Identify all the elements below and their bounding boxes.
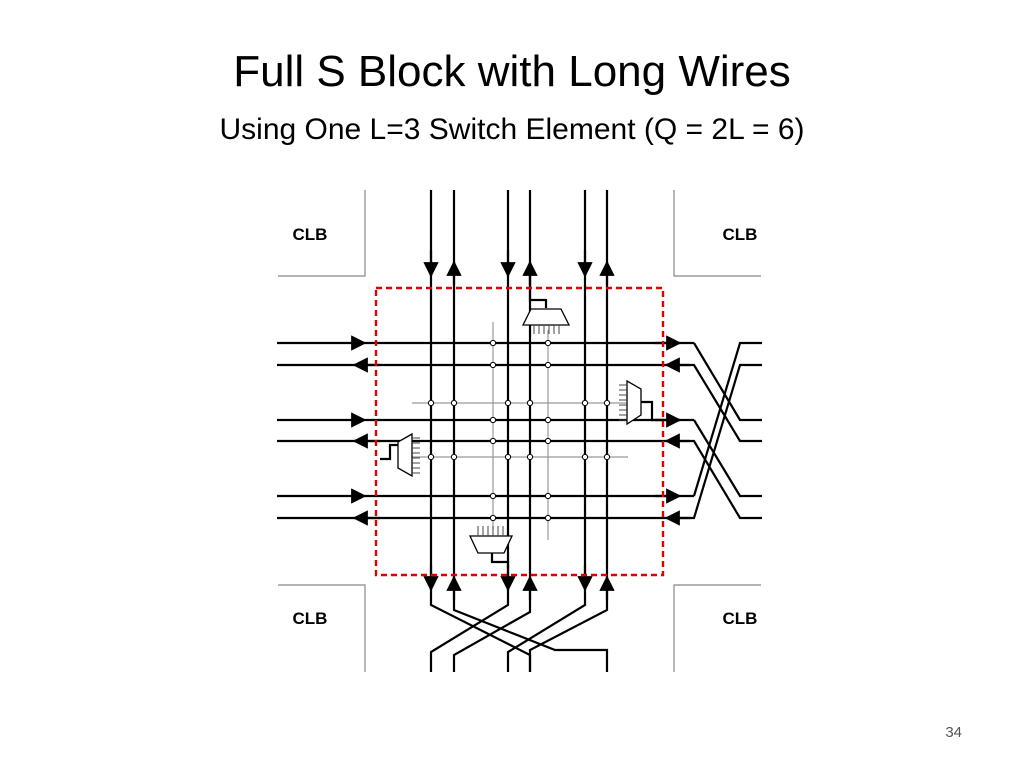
junction-node: [450, 453, 458, 461]
junction-node: [427, 399, 435, 407]
junction-node: [544, 361, 552, 369]
mux-bottom: [468, 535, 514, 554]
top-mux-stub: [528, 272, 548, 308]
junction-node: [489, 416, 497, 424]
junction-node: [504, 399, 512, 407]
slide-subtitle: Using One L=3 Switch Element (Q = 2L = 6…: [219, 113, 805, 146]
mux-top: [521, 308, 571, 326]
v-crossover-6: [528, 600, 609, 672]
mux-top-pins: [533, 325, 560, 334]
junction-node: [489, 361, 497, 369]
left-mux-stub: [380, 443, 398, 461]
junction-node: [489, 492, 497, 500]
junction-node: [544, 416, 552, 424]
bottom-mux-stub: [490, 553, 510, 568]
v-crossover-3: [429, 560, 510, 672]
mux-left: [397, 432, 413, 478]
slide-title: Full S Block with Long Wires: [233, 47, 791, 96]
clb-label-top-left: CLB: [293, 225, 328, 244]
h-crossover-2: [676, 363, 762, 443]
junction-node: [427, 453, 435, 461]
v-crossover-4: [452, 600, 532, 672]
clb-label-top-right: CLB: [723, 225, 758, 244]
mux-right-pins: [619, 384, 627, 421]
junction-node: [581, 399, 589, 407]
junction-node: [581, 453, 589, 461]
clb-bottom-left-outline: [278, 584, 366, 672]
h-crossover-6: [676, 363, 762, 520]
clb-bottom-right-outline: [673, 584, 761, 672]
junction-node: [450, 399, 458, 407]
mux-left-pins: [412, 437, 420, 474]
junction-node: [544, 492, 552, 500]
v-crossover-5: [506, 590, 587, 672]
junction-node: [603, 399, 611, 407]
clb-top-left-outline: [278, 190, 366, 277]
slide-number: 34: [945, 724, 962, 741]
h-crossover-1: [693, 342, 762, 422]
switch-element-boundary: [374, 286, 665, 577]
v-crossover-2: [452, 600, 609, 672]
h-crossover-5: [692, 341, 762, 497]
junction-node: [489, 339, 497, 347]
clb-top-right-outline: [673, 190, 761, 277]
junction-node: [544, 339, 552, 347]
right-mux-stub: [640, 400, 664, 422]
clb-label-bottom-left: CLB: [293, 609, 328, 628]
mux-bottom-pins: [477, 526, 504, 536]
junction-node: [603, 453, 611, 461]
junction-node: [544, 437, 552, 445]
mux-right: [626, 379, 642, 426]
junction-node: [544, 514, 552, 522]
junction-node: [489, 437, 497, 445]
clb-label-bottom-right: CLB: [723, 609, 758, 628]
junction-node: [526, 453, 534, 461]
v-crossover-1: [429, 590, 532, 672]
junction-node: [504, 453, 512, 461]
h-crossover-4: [676, 439, 762, 520]
junction-node: [489, 514, 497, 522]
junction-node: [526, 399, 534, 407]
